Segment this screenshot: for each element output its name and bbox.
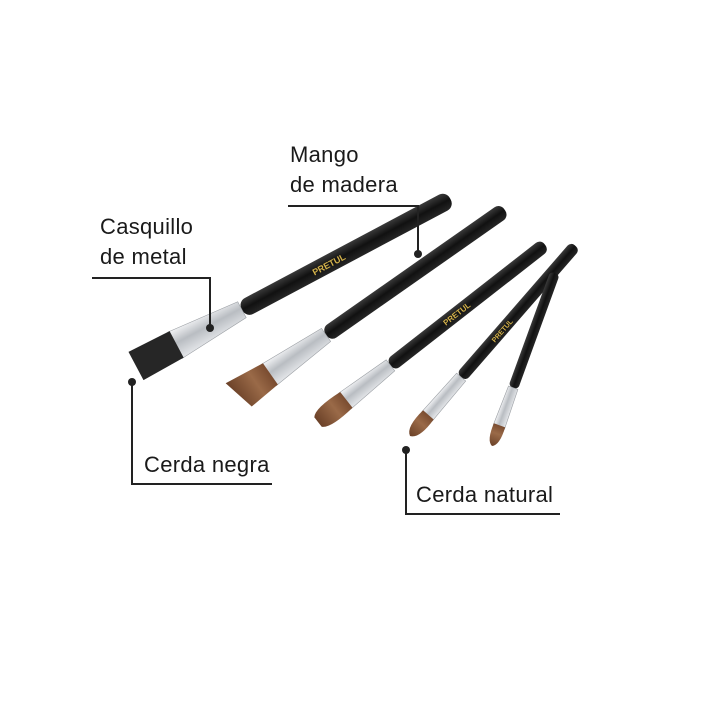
brush-5-ferrule <box>492 385 519 430</box>
brush-1-bristle <box>128 331 184 381</box>
brush-3-handle <box>388 241 547 369</box>
brush-4-ferrule <box>421 372 467 422</box>
label-cerda-natural-text: Cerda natural <box>416 482 554 507</box>
brush-2-handle <box>324 206 507 339</box>
leader-lines <box>92 205 560 515</box>
leader-casquillo <box>92 277 211 328</box>
leader-cerda-natural-dot <box>402 446 410 454</box>
leader-cerda-natural <box>405 450 560 515</box>
brush-5-bristle <box>489 423 506 446</box>
label-casquillo-line-1: Casquillo <box>100 214 194 239</box>
brush-3-bristle <box>314 391 353 427</box>
label-casquillo-line-2: de metal <box>100 244 187 269</box>
leader-cerda-negra <box>131 382 272 485</box>
label-mango-de-madera: Mango de madera <box>290 140 398 200</box>
leader-dots <box>128 250 422 454</box>
label-cerda-negra-text: Cerda negra <box>144 452 270 477</box>
brush-4-bristle <box>409 410 434 437</box>
leader-mango-dot <box>414 250 422 258</box>
brush-2-bristle <box>225 363 278 407</box>
leader-casquillo-dot <box>206 324 214 332</box>
brush-5 <box>489 272 559 446</box>
label-mango-line-1: Mango <box>290 142 359 167</box>
label-cerda-natural: Cerda natural <box>416 480 553 510</box>
label-cerda-negra: Cerda negra <box>144 450 270 480</box>
leader-cerda-negra-dot <box>128 378 136 386</box>
brush-1-handle <box>240 193 452 315</box>
leader-mango <box>288 205 419 252</box>
label-casquillo-de-metal: Casquillo de metal <box>100 212 193 272</box>
brush-5-handle <box>509 272 559 389</box>
label-mango-line-2: de madera <box>290 172 398 197</box>
brush-2 <box>225 206 507 407</box>
